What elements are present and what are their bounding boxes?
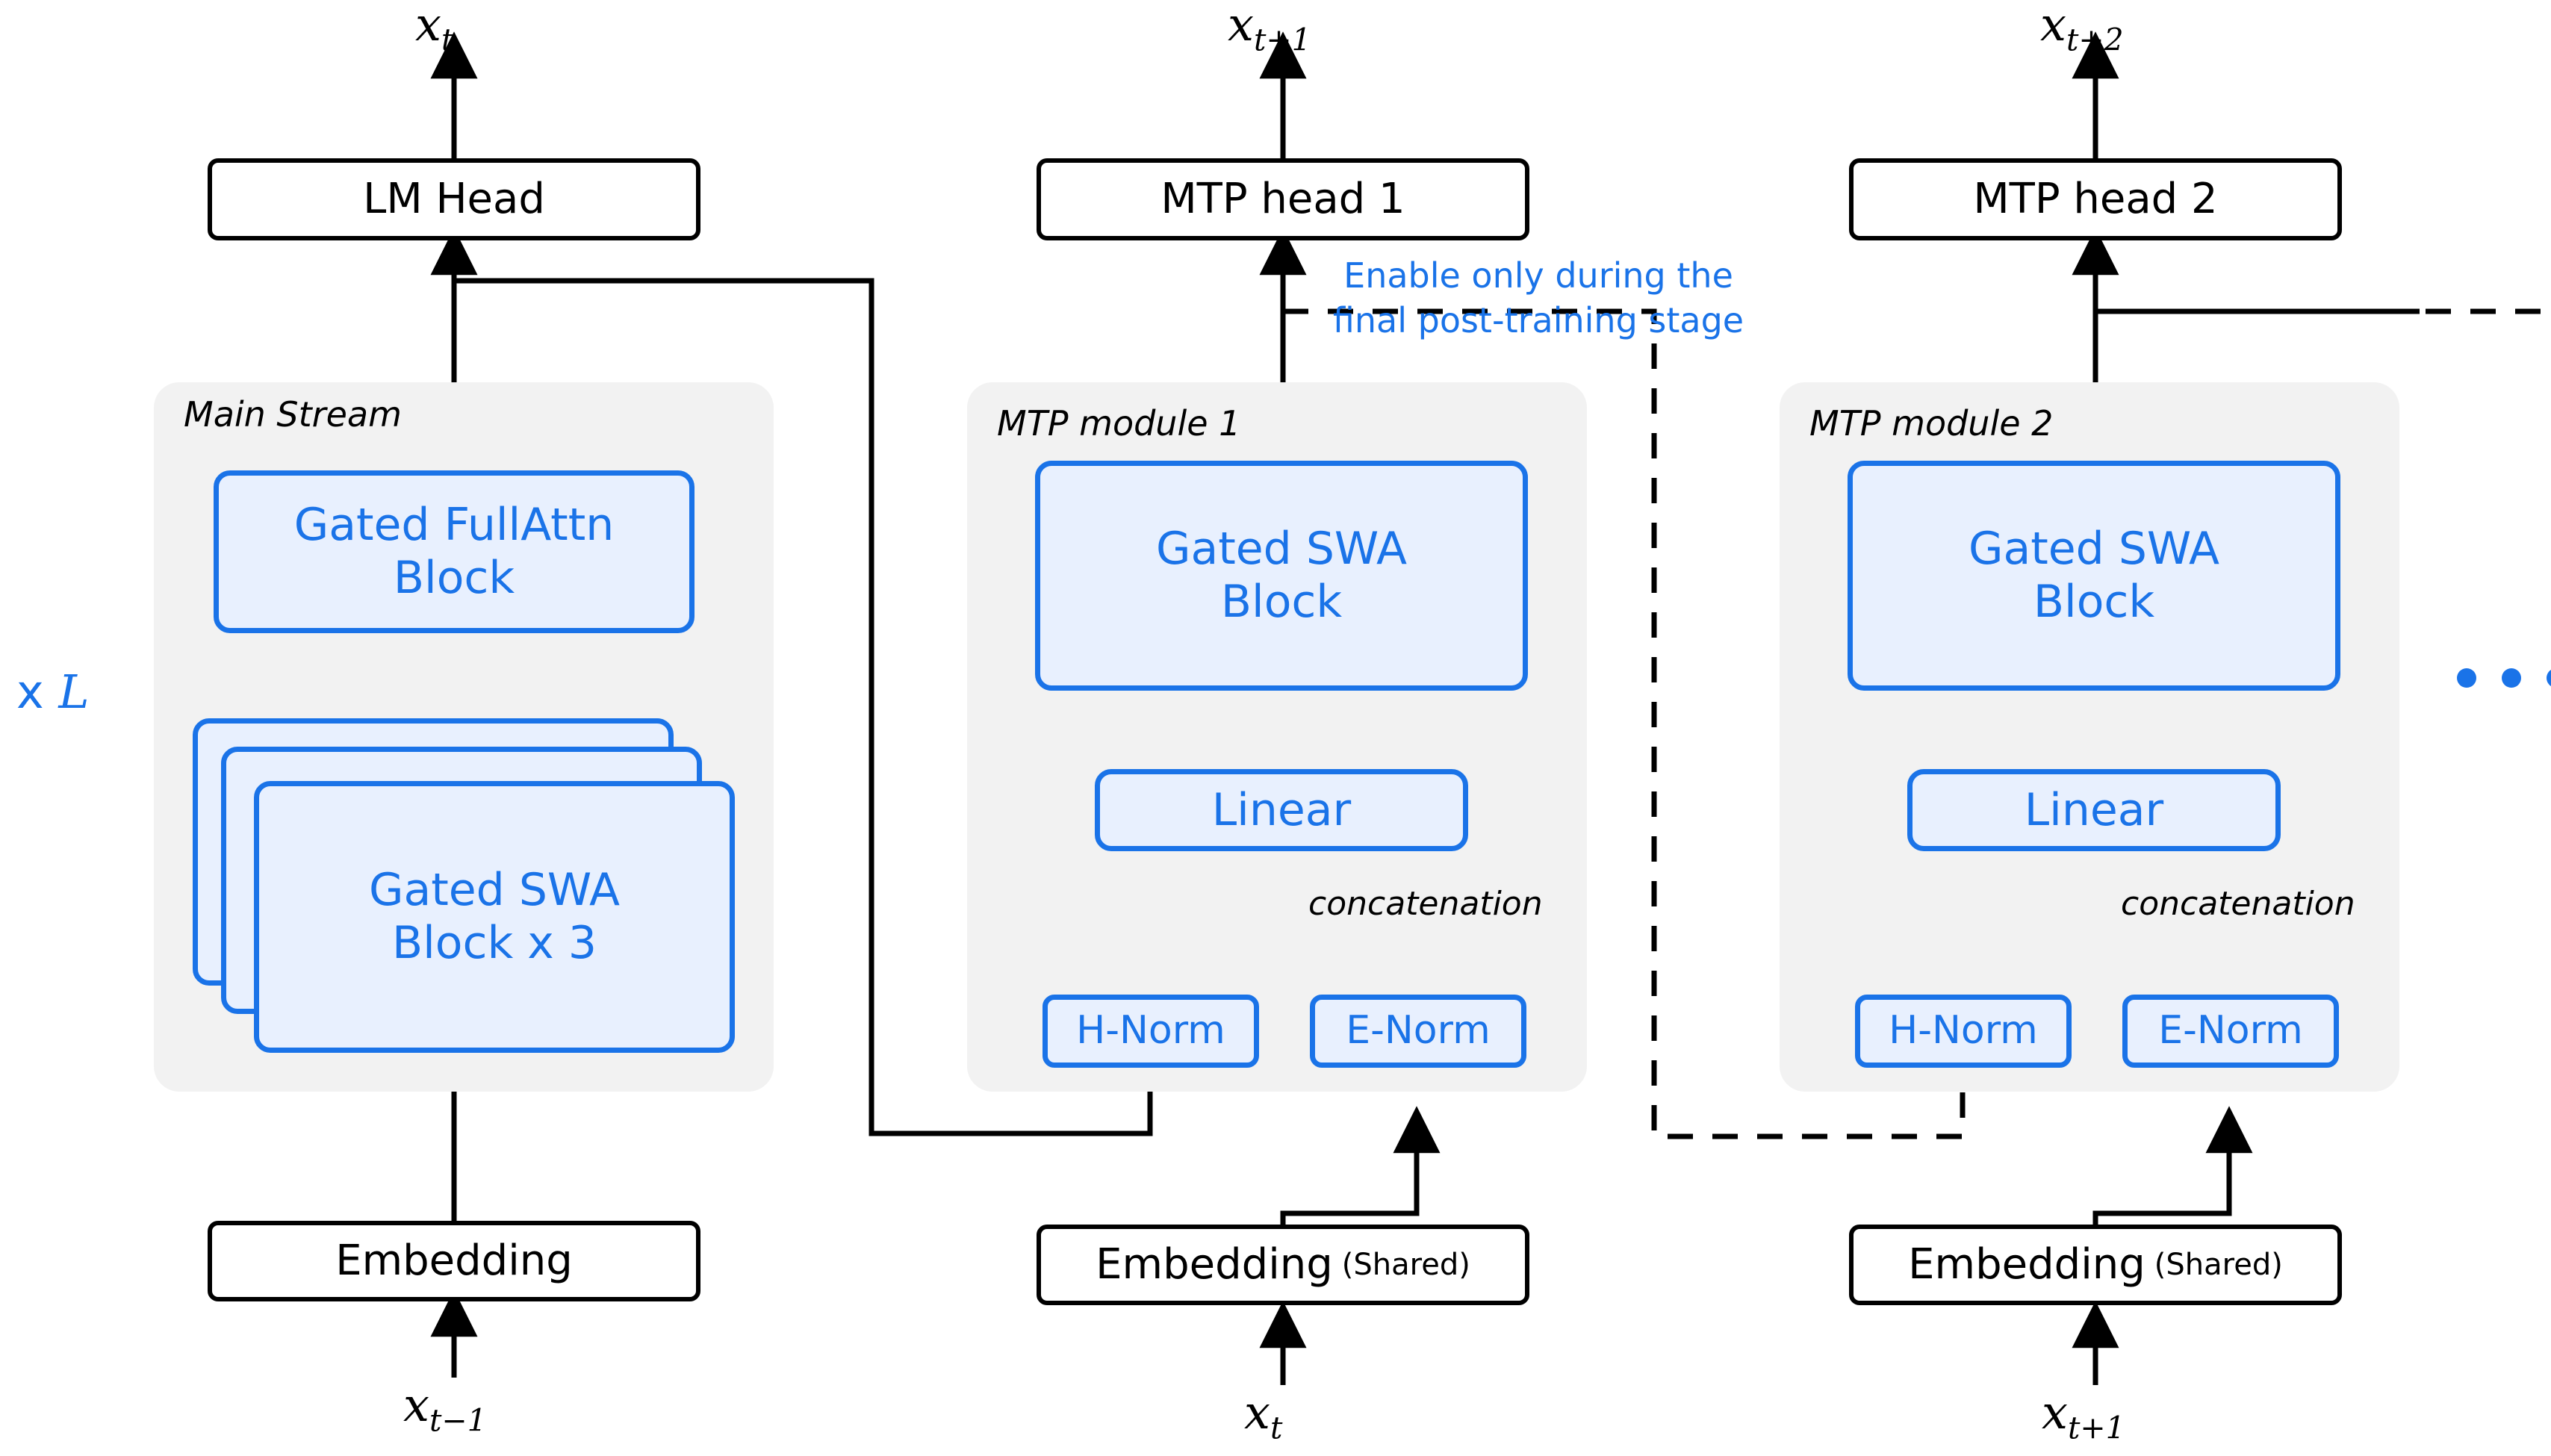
mtp2-embedding-shared-suffix: (Shared) xyxy=(2154,1248,2283,1282)
ellipsis-dot-1 xyxy=(2457,668,2476,688)
mtp2-h-norm-block[interactable]: H-Norm xyxy=(1855,995,2072,1068)
gated-fullattn-block[interactable]: Gated FullAttn Block xyxy=(214,470,695,633)
mtp2-gated-swa-block[interactable]: Gated SWA Block xyxy=(1848,461,2340,691)
mtp2-gated-swa-line-2: Block xyxy=(2033,576,2155,628)
mtp1-gated-swa-line-1: Gated SWA xyxy=(1155,523,1408,576)
repeat-count-symbol: L xyxy=(58,665,90,719)
group-label-mtp-module-1: MTP module 1 xyxy=(997,403,1241,444)
gated-swa-x3-line-1: Gated SWA xyxy=(368,864,621,917)
mtp1-e-norm-block[interactable]: E-Norm xyxy=(1310,995,1526,1068)
label-input-xt-minus-1: xt−1 xyxy=(403,1378,487,1439)
lm-head-box[interactable]: LM Head xyxy=(208,158,700,240)
continuation-ellipsis xyxy=(2457,668,2551,688)
mtp1-h-norm-label: H-Norm xyxy=(1076,1008,1225,1054)
gated-swa-x3-line-2: Block x 3 xyxy=(391,917,597,969)
label-output-xt: xt xyxy=(415,0,454,58)
gated-swa-block-x3[interactable]: Gated SWA Block x 3 xyxy=(254,781,735,1053)
lm-head-label: LM Head xyxy=(363,175,545,224)
mtp-head-1-label: MTP head 1 xyxy=(1160,175,1405,224)
mtp2-embedding-shared-box[interactable]: Embedding (Shared) xyxy=(1849,1225,2342,1305)
label-input-xt-plus-1-col3: xt+1 xyxy=(2042,1385,2125,1446)
embedding-box[interactable]: Embedding xyxy=(208,1221,700,1301)
ellipsis-dot-3 xyxy=(2547,668,2551,688)
mtp1-e-norm-label: E-Norm xyxy=(1346,1008,1491,1054)
connector-mainstream-to-mtp1-hnorm xyxy=(454,278,1174,1136)
mtp2-linear-block[interactable]: Linear xyxy=(1907,769,2281,851)
mtp1-gated-swa-line-2: Block xyxy=(1220,576,1343,628)
mtp2-e-norm-block[interactable]: E-Norm xyxy=(2122,995,2339,1068)
mtp2-gated-swa-line-1: Gated SWA xyxy=(1968,523,2220,576)
mtp1-embedding-shared-label: Embedding xyxy=(1096,1240,1333,1289)
mtp1-gated-swa-block[interactable]: Gated SWA Block xyxy=(1035,461,1528,691)
mtp2-h-norm-label: H-Norm xyxy=(1889,1008,2038,1054)
mtp1-embedding-shared-box[interactable]: Embedding (Shared) xyxy=(1037,1225,1529,1305)
mtp2-linear-label: Linear xyxy=(2024,783,2164,836)
mtp1-concatenation-label: concatenation xyxy=(1308,885,1543,923)
gated-fullattn-line-2: Block xyxy=(393,552,515,604)
mtp2-concatenation-label: concatenation xyxy=(2121,885,2355,923)
group-label-mtp-module-2: MTP module 2 xyxy=(1809,403,2054,444)
enable-note: Enable only during the final post-traini… xyxy=(1322,254,1755,343)
group-label-main-stream: Main Stream xyxy=(184,394,402,435)
connector-dashed-mtp1-to-mtp2 xyxy=(1283,308,1986,1139)
embedding-label: Embedding xyxy=(335,1236,573,1286)
ellipsis-dot-2 xyxy=(2502,668,2521,688)
mtp1-embedding-shared-suffix: (Shared) xyxy=(1341,1248,1470,1282)
mtp-head-2-box[interactable]: MTP head 2 xyxy=(1849,158,2342,240)
mtp1-h-norm-block[interactable]: H-Norm xyxy=(1043,995,1259,1068)
mtp2-e-norm-label: E-Norm xyxy=(2158,1008,2303,1054)
label-output-xt-plus-1: xt+1 xyxy=(1228,0,1311,58)
enable-note-line-1: Enable only during the xyxy=(1343,255,1733,296)
repeat-count-prefix: x xyxy=(16,665,59,719)
mtp1-linear-block[interactable]: Linear xyxy=(1095,769,1468,851)
enable-note-line-2: final post-training stage xyxy=(1332,299,1744,340)
mtp-head-1-box[interactable]: MTP head 1 xyxy=(1037,158,1529,240)
mtp2-embedding-shared-label: Embedding xyxy=(1908,1240,2145,1289)
mtp1-linear-label: Linear xyxy=(1211,783,1352,836)
label-output-xt-plus-2: xt+2 xyxy=(2040,0,2124,58)
label-input-xt-col2: xt xyxy=(1244,1385,1283,1446)
repeat-count-label: x L xyxy=(16,665,90,719)
gated-fullattn-line-1: Gated FullAttn xyxy=(293,499,615,552)
mtp-head-2-label: MTP head 2 xyxy=(1973,175,2218,224)
